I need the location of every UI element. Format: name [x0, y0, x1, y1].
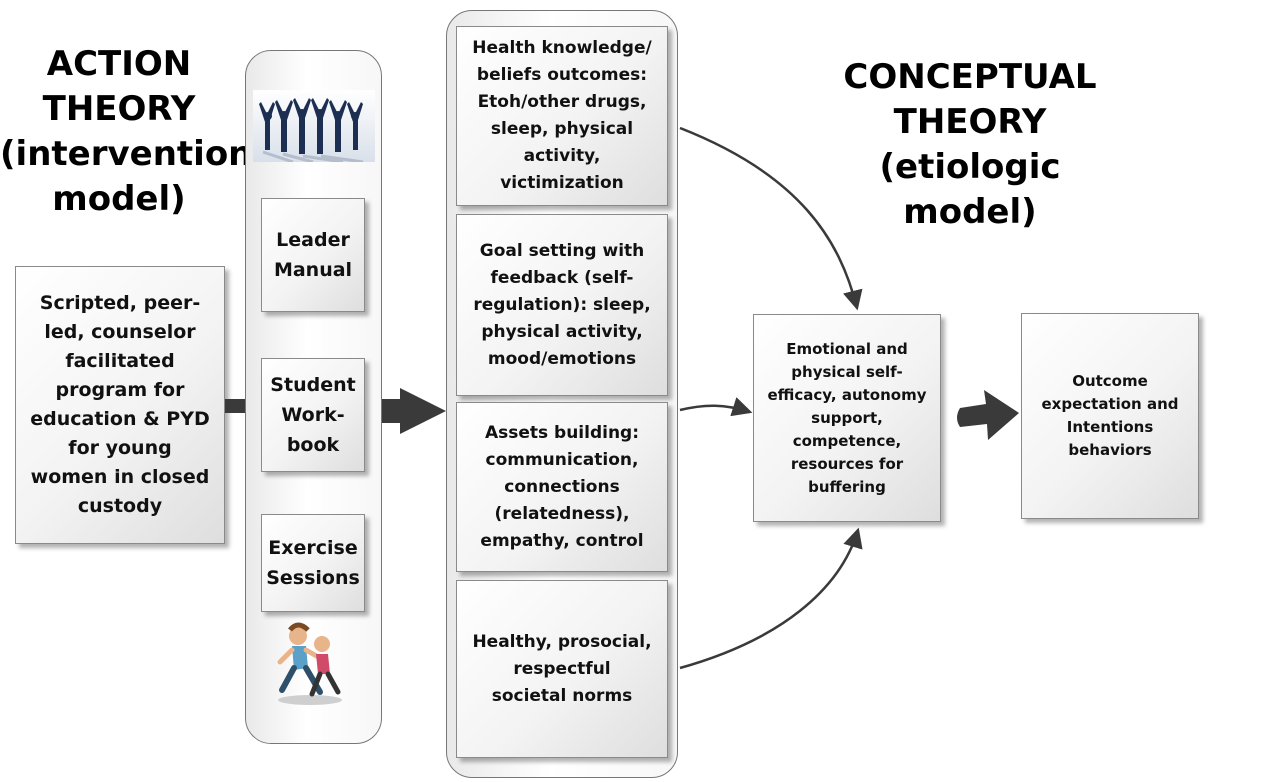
outcome-box-health-knowledge: Health knowledge/ beliefs outcomes: Etoh…: [456, 26, 668, 206]
leader-manual-box: Leader Manual: [261, 198, 365, 312]
program-box: Scripted, peer- led, counselor facilitat…: [15, 266, 225, 544]
people-icon: [253, 90, 375, 162]
societal-norms-arrow: [679, 527, 863, 670]
student-workbook-box: Student Work- book: [261, 358, 365, 472]
health-knowledge-arrow: [679, 126, 863, 311]
materials-to-outcomes-arrow: [382, 388, 446, 434]
mediator-to-result-arrow: [957, 390, 1019, 440]
outcome-box-societal-norms: Healthy, prosocial, respectful societal …: [456, 580, 668, 758]
outcome-expectation-box: Outcome expectation and Intentions behav…: [1021, 313, 1199, 519]
exercise-sessions-box: Exercise Sessions: [261, 514, 365, 612]
runners-icon: [277, 622, 342, 705]
action-theory-heading: ACTION THEORY (intervention model): [0, 44, 253, 219]
assets-building-arrow: [679, 397, 753, 417]
program-to-materials-connector: [225, 399, 245, 413]
outcome-box-assets-building: Assets building: communication, connecti…: [456, 402, 668, 572]
outcome-box-goal-setting: Goal setting with feedback (self- regula…: [456, 214, 668, 396]
conceptual-theory-heading: CONCEPTUAL THEORY (etiologic model): [843, 57, 1097, 232]
self-efficacy-box: Emotional and physical self- efficacy, a…: [753, 314, 941, 522]
